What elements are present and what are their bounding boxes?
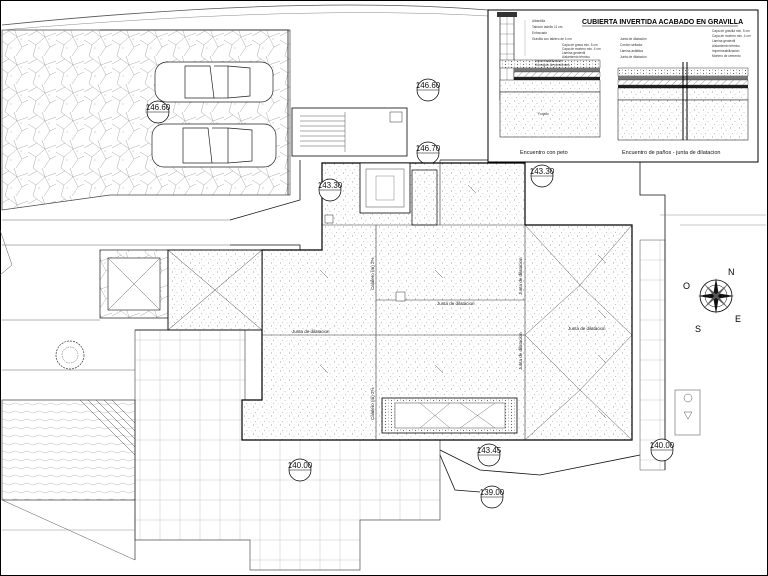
terrace-tiles xyxy=(134,239,666,571)
detail-caption-left: Encuentro con peto xyxy=(520,150,568,156)
compass-e: E xyxy=(735,314,741,324)
svg-text:Junta de dilatación: Junta de dilatación xyxy=(620,55,647,59)
svg-text:143.30: 143.30 xyxy=(318,181,343,190)
label-calalero-1: Calalero (m) 2% xyxy=(370,257,375,290)
level-tag-146-60-right: 146.60 xyxy=(416,78,441,102)
svg-text:Aislamiento térmico: Aislamiento térmico xyxy=(712,44,740,48)
detail-left-section: Forjado xyxy=(497,12,601,138)
level-tag-140-00-right: 140.00 xyxy=(650,438,675,462)
svg-text:140.00: 140.00 xyxy=(288,461,313,470)
svg-text:Capa de gravilla min. 5 cm: Capa de gravilla min. 5 cm xyxy=(712,29,750,33)
compass-n: N xyxy=(728,267,735,277)
pergola xyxy=(99,249,169,319)
detail-caption-right: Encuentro de paños - junta de dilatacion xyxy=(622,150,720,156)
svg-text:Junta de dilatación: Junta de dilatación xyxy=(620,37,647,41)
pool xyxy=(1,399,136,561)
label-junta-3: Junta de dilatacion xyxy=(568,326,606,331)
label-junta-5: Junta de dilatacion xyxy=(518,257,523,295)
svg-text:143.45: 143.45 xyxy=(477,446,502,455)
svg-text:139.00: 139.00 xyxy=(480,488,505,497)
compass-o: O xyxy=(683,281,690,291)
detail-title: CUBIERTA INVERTIDA ACABADO EN GRAVILLA xyxy=(582,19,743,26)
svg-text:Capa de grava min. 5 cm: Capa de grava min. 5 cm xyxy=(562,43,598,47)
svg-text:Albardilla: Albardilla xyxy=(532,19,545,23)
right-side-features xyxy=(2,214,766,531)
label-junta-2: Junta de dilatacion xyxy=(292,329,330,334)
compass-s: S xyxy=(695,324,701,334)
level-tag-146-60-left: 146.60 xyxy=(146,100,171,124)
svg-text:Forjado: Forjado xyxy=(538,112,549,116)
svg-text:143.30: 143.30 xyxy=(530,167,555,176)
svg-text:Lámina geotextil: Lámina geotextil xyxy=(712,39,736,43)
svg-text:146.60: 146.60 xyxy=(146,103,171,112)
garden xyxy=(0,219,230,371)
svg-text:Gravilla con tablero de 4 cm: Gravilla con tablero de 4 cm xyxy=(532,37,572,41)
small-hip-roof xyxy=(167,249,263,331)
svg-text:Capa de mortero min. 4 cm: Capa de mortero min. 4 cm xyxy=(712,34,751,38)
level-tag-143-30-right: 143.30 xyxy=(530,164,555,188)
svg-text:146.60: 146.60 xyxy=(416,81,441,90)
svg-text:Hormigón de pendientes: Hormigón de pendientes xyxy=(535,63,570,67)
level-tag-139-00: 139.00 xyxy=(480,485,505,509)
level-tag-140-00-left: 140.00 xyxy=(288,458,313,482)
label-junta-1: Junta de dilatacion xyxy=(437,301,475,306)
svg-text:Lámina geotextil: Lámina geotextil xyxy=(562,51,586,55)
detail-right-section xyxy=(617,62,749,141)
svg-text:140.00: 140.00 xyxy=(650,441,675,450)
roof-detail-panel: CUBIERTA INVERTIDA ACABADO EN GRAVILLA F… xyxy=(487,9,759,163)
car-top xyxy=(154,61,274,103)
level-tag-146-70: 146.70 xyxy=(416,141,441,165)
svg-text:Capa de mortero min. 4 cm: Capa de mortero min. 4 cm xyxy=(562,47,601,51)
car-bottom xyxy=(151,123,277,168)
svg-text:Enfoscado: Enfoscado xyxy=(532,31,547,35)
detail-notes-mid: Junta de dilatación Cordón sellador Lámi… xyxy=(620,37,647,59)
svg-text:Cordón sellador: Cordón sellador xyxy=(620,43,643,47)
level-tag-143-45: 143.45 xyxy=(477,443,502,467)
stairs xyxy=(291,107,408,157)
detail-notes-right: Capa de gravilla min. 5 cm Capa de morte… xyxy=(712,29,751,58)
svg-text:Impermeabilización: Impermeabilización xyxy=(535,59,563,63)
label-junta-4: Junta de dilatacion xyxy=(518,332,523,370)
svg-text:146.70: 146.70 xyxy=(416,144,441,153)
north-compass: N E S O xyxy=(683,267,741,334)
svg-text:Mortero de cemento: Mortero de cemento xyxy=(712,54,741,58)
svg-text:Tabicón ladrillo 11 cm: Tabicón ladrillo 11 cm xyxy=(532,25,563,29)
svg-text:Impermeabilización: Impermeabilización xyxy=(712,49,740,53)
detail-notes-left: Albardilla Tabicón ladrillo 11 cm Enfosc… xyxy=(524,19,601,67)
level-tag-143-30-left: 143.30 xyxy=(318,178,343,202)
label-calalero-2: Calalero (m) 2% xyxy=(370,387,375,420)
svg-text:Aislamiento térmico: Aislamiento térmico xyxy=(562,55,590,59)
svg-text:Lámina asfáltica: Lámina asfáltica xyxy=(620,49,643,53)
